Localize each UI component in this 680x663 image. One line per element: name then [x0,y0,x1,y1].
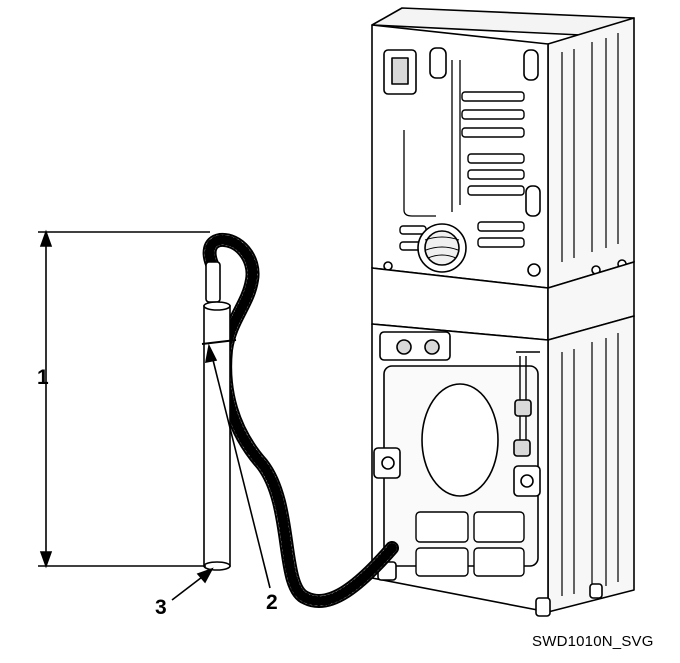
dryer-foot-right [527,263,541,277]
dryer-unit [371,7,635,289]
dryer-side-ribs [561,33,619,262]
drain-standpipe [201,301,237,571]
dryer-internal-tubing [403,60,461,217]
dryer-side-face [547,17,635,289]
washer-unit [371,315,635,617]
dryer-cord-bracket [429,47,447,79]
drain-hose [202,232,399,608]
figure-caption: SWD1010N_SVG [532,633,654,650]
washer-side-face [547,315,635,613]
callout-2-tie-strap: 2 [266,591,278,614]
dryer-vent-louvers [399,91,525,251]
washer-side-ribs [561,333,619,596]
washer-lower-grille [415,511,525,577]
washer-tub-cover [421,383,499,497]
stacking-kit [371,260,635,342]
height-dimension [38,229,210,569]
callout-1-height: 1 [37,366,49,389]
hose-tie-strap [201,339,237,345]
callout-leaders [171,343,271,601]
callout-3-standpipe: 3 [155,596,167,619]
washer-foot-right [535,597,551,617]
dryer-exhaust-duct [417,223,467,273]
